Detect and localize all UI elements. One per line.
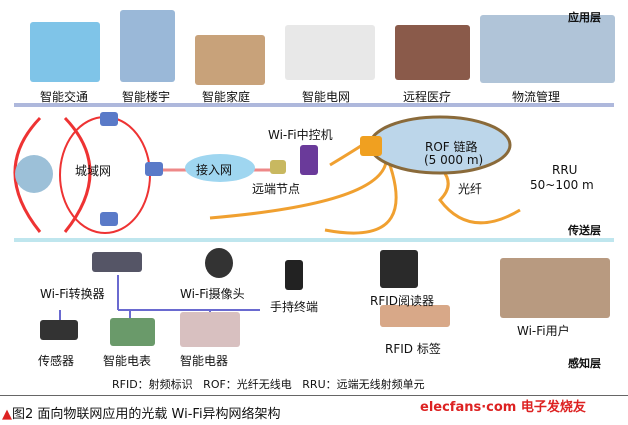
app-logistics: 物流管理 [512, 90, 561, 104]
internet-globe-icon [15, 155, 53, 193]
app-grid: 智能电网 [302, 90, 351, 104]
medical-image [395, 25, 470, 80]
home-image [195, 35, 265, 85]
router-icon [100, 112, 118, 126]
layer-application: 应用层 [568, 11, 601, 24]
meter-label: 智能电表 [103, 354, 152, 368]
layer-perception: 感知层 [568, 357, 601, 370]
access-network-label: 接入网 [196, 163, 233, 177]
appliance-label: 智能电器 [180, 354, 229, 368]
rfid-tag-label: RFID 标签 [385, 342, 441, 356]
sensor-label: 传感器 [38, 354, 75, 368]
router-icon [145, 162, 163, 176]
rfid-reader-label: RFID阅读器 [370, 294, 435, 308]
rof-length-label: (5 000 m) [424, 153, 484, 167]
building-image [120, 10, 175, 82]
logistics-image [480, 15, 615, 83]
app-home: 智能家庭 [202, 90, 251, 104]
wifi-converter-image [92, 252, 142, 272]
sensor-image [40, 320, 78, 340]
wifi-controller-label: Wi-Fi中控机 [268, 128, 333, 142]
remote-node-label: 远端节点 [252, 182, 301, 196]
handheld-image [285, 260, 303, 290]
wifi-user-image [500, 258, 610, 318]
remote-node-icon [270, 160, 286, 174]
handheld-label: 手持终端 [270, 300, 319, 314]
grid-image [285, 25, 375, 80]
rof-label: ROF 链路 [425, 140, 478, 154]
transport-separator [14, 238, 614, 242]
converter-label: Wi-Fi转换器 [40, 287, 105, 301]
rru-label: RRU [552, 163, 578, 177]
router-icon [100, 212, 118, 226]
wifi-user-label: Wi-Fi用户 [517, 324, 570, 338]
appliance-image [180, 312, 240, 347]
metro-network-label: 城域网 [75, 164, 112, 178]
triangle-icon: ▲ [2, 407, 12, 422]
meter-image [110, 318, 155, 346]
app-building: 智能楼宇 [122, 90, 171, 104]
camera-image [205, 248, 233, 278]
camera-label: Wi-Fi摄像头 [180, 287, 245, 301]
rfid-tag-image [380, 305, 450, 327]
rfid-reader-image [380, 250, 418, 288]
rof-converter-icon [360, 136, 382, 156]
layer-transport: 传送层 [568, 224, 601, 237]
traffic-image [30, 22, 100, 82]
caption-divider [0, 395, 628, 396]
fiber-label: 光纤 [458, 182, 483, 196]
caption: ▲图2 面向物联网应用的光载 Wi-Fi异构网络架构 [2, 403, 281, 422]
app-medical: 远程医疗 [403, 90, 452, 104]
watermark: elecfans·com 电子发烧友 [420, 400, 586, 415]
controller-icon [300, 145, 318, 175]
application-separator [14, 103, 614, 107]
legend: RFID：射频标识 ROF：光纤无线电 RRU：远端无线射频单元 [112, 378, 425, 391]
rru-range-label: 50~100 m [530, 178, 594, 192]
app-traffic: 智能交通 [40, 90, 89, 104]
caption-text: 图2 面向物联网应用的光载 Wi-Fi异构网络架构 [12, 407, 281, 422]
